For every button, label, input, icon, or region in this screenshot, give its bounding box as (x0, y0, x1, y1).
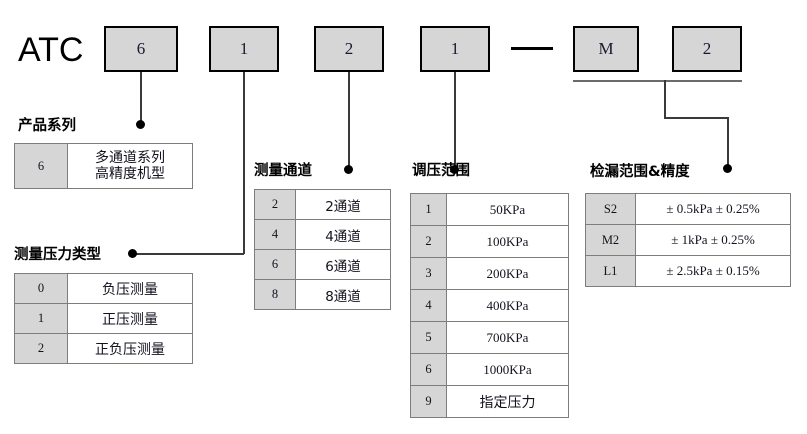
code-box-pressure-range[interactable]: 1 (420, 26, 490, 72)
table-row: 2 正负压测量 (14, 333, 193, 364)
table-row: 8 8通道 (254, 279, 391, 310)
cell-value: 2通道 (295, 189, 391, 220)
cell-value: 200KPa (446, 257, 569, 290)
code-box-leak-number-value: 2 (702, 39, 712, 58)
cell-code: 6 (410, 353, 447, 386)
table-row: M2 ± 1kPa ± 0.25% (585, 224, 791, 256)
connector-series (140, 72, 142, 123)
cell-value: 4通道 (295, 219, 391, 250)
cell-value: 50KPa (446, 193, 569, 226)
table-measure-channel: 2 2通道 4 4通道 6 6通道 8 8通道 (254, 189, 391, 310)
connector-dot-pressure-type (128, 249, 137, 258)
cell-code: M2 (585, 224, 636, 256)
connector-dot-series (136, 120, 145, 129)
table-product-series: 6 多通道系列高精度机型 (14, 143, 193, 189)
code-box-pressure-type[interactable]: 1 (209, 26, 279, 72)
cell-value: 6通道 (295, 249, 391, 280)
caption-pressure-range: 调压范围 (412, 163, 470, 179)
cell-value: ± 2.5kPa ± 0.15% (635, 255, 791, 287)
cell-value: 正负压测量 (67, 333, 193, 364)
cell-code: 8 (254, 279, 296, 310)
table-row: 0 负压测量 (14, 273, 193, 304)
cell-value: ± 0.5kPa ± 0.25% (635, 193, 791, 225)
code-box-leak-letter-value: M (598, 39, 614, 58)
cell-value: ± 1kPa ± 0.25% (635, 224, 791, 256)
cell-value: 400KPa (446, 289, 569, 322)
code-box-series-value: 6 (136, 39, 146, 58)
cell-code: 0 (14, 273, 68, 304)
table-row: 6 1000KPa (410, 353, 569, 386)
connector-leak-vertical-lower (727, 117, 729, 167)
connector-leak-horizontal (664, 117, 728, 119)
cell-value: 700KPa (446, 321, 569, 354)
cell-code: 6 (254, 249, 296, 280)
connector-pressure-type-vertical (243, 72, 245, 254)
cell-code: 3 (410, 257, 447, 290)
connector-channels (348, 72, 350, 168)
code-box-channels-value: 2 (344, 39, 354, 58)
caption-leak-range: 检漏范围&精度 (590, 164, 690, 180)
cell-value: 多通道系列高精度机型 (67, 143, 193, 189)
table-leak-range: S2 ± 0.5kPa ± 0.25% M2 ± 1kPa ± 0.25% L1… (585, 193, 791, 287)
cell-code: 9 (410, 385, 447, 418)
table-row: 1 50KPa (410, 193, 569, 226)
code-box-leak-number[interactable]: 2 (672, 26, 742, 72)
cell-value: 8通道 (295, 279, 391, 310)
connector-bracket-leak (573, 80, 742, 82)
caption-measure-channel: 测量通道 (254, 163, 312, 179)
cell-value: 1000KPa (446, 353, 569, 386)
cell-code: 6 (14, 143, 68, 189)
table-row: 2 2通道 (254, 189, 391, 220)
cell-code: L1 (585, 255, 636, 287)
cell-code: 4 (254, 219, 296, 250)
table-row: 4 4通道 (254, 219, 391, 250)
code-box-series[interactable]: 6 (104, 26, 178, 72)
table-pressure-type: 0 负压测量 1 正压测量 2 正负压测量 (14, 273, 193, 364)
connector-pressure-range (454, 72, 456, 168)
table-row: 9 指定压力 (410, 385, 569, 418)
code-box-pressure-type-value: 1 (239, 39, 249, 58)
caption-product-series: 产品系列 (18, 118, 76, 134)
table-row: 5 700KPa (410, 321, 569, 354)
table-row: 3 200KPa (410, 257, 569, 290)
separator-dash (511, 47, 553, 50)
table-pressure-range: 1 50KPa 2 100KPa 3 200KPa 4 400KPa 5 700… (410, 193, 569, 418)
cell-code: 1 (410, 193, 447, 226)
cell-value: 正压测量 (67, 303, 193, 334)
cell-code: 4 (410, 289, 447, 322)
table-row: 1 正压测量 (14, 303, 193, 334)
cell-value: 100KPa (446, 225, 569, 258)
cell-code: 5 (410, 321, 447, 354)
cell-code: 1 (14, 303, 68, 334)
connector-dot-leak (723, 164, 732, 173)
table-row: 6 多通道系列高精度机型 (14, 143, 193, 189)
table-row: S2 ± 0.5kPa ± 0.25% (585, 193, 791, 225)
table-row: 2 100KPa (410, 225, 569, 258)
connector-pressure-type-horizontal (133, 253, 244, 255)
cell-code: S2 (585, 193, 636, 225)
cell-value: 指定压力 (446, 385, 569, 418)
brand-label: ATC (18, 31, 84, 69)
caption-pressure-type: 测量压力类型 (14, 247, 101, 263)
connector-leak-vertical-upper (664, 80, 666, 118)
code-box-leak-letter[interactable]: M (573, 26, 639, 72)
cell-value: 负压测量 (67, 273, 193, 304)
code-box-pressure-range-value: 1 (450, 39, 460, 58)
connector-dot-channels (344, 165, 353, 174)
cell-code: 2 (14, 333, 68, 364)
table-row: 6 6通道 (254, 249, 391, 280)
cell-code: 2 (410, 225, 447, 258)
cell-code: 2 (254, 189, 296, 220)
code-box-channels[interactable]: 2 (314, 26, 384, 72)
table-row: 4 400KPa (410, 289, 569, 322)
connector-dot-pressure-range (450, 165, 459, 174)
table-row: L1 ± 2.5kPa ± 0.15% (585, 255, 791, 287)
